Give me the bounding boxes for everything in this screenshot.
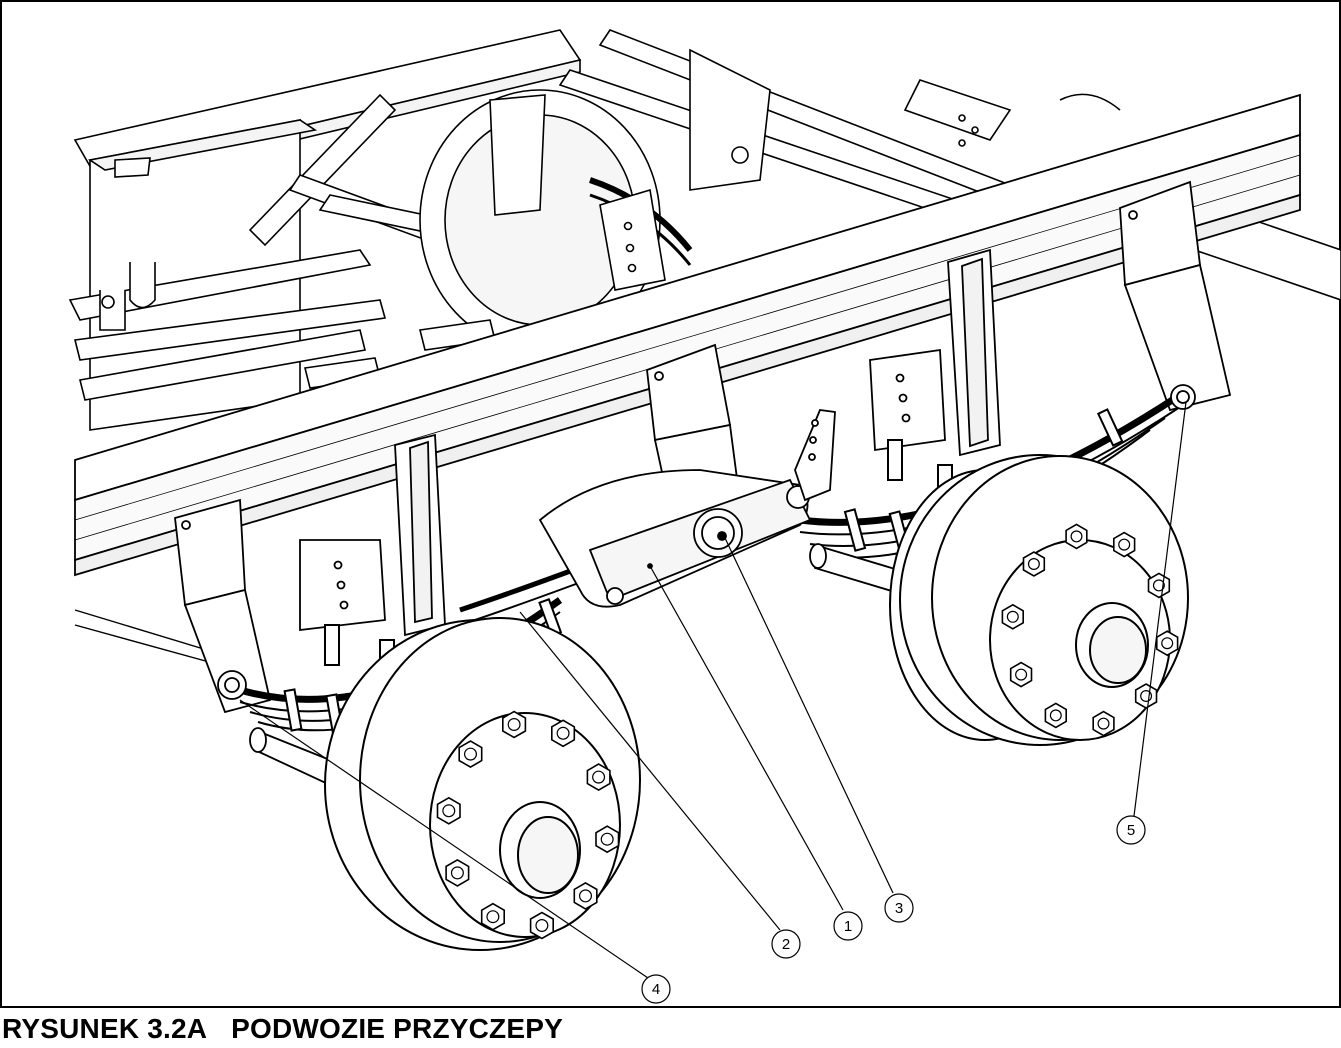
lug-nut-center	[1070, 530, 1083, 543]
lug-nut-center	[535, 918, 549, 932]
callout-3: 3	[884, 893, 914, 923]
lug-nut-center	[442, 804, 456, 818]
callout-5-label: 5	[1127, 822, 1135, 839]
rear-frame-structure	[68, 29, 1341, 431]
callout-1-label: 1	[844, 918, 852, 935]
lug-nut-center	[464, 747, 478, 761]
leader-3	[724, 537, 894, 894]
callout-4: 4	[641, 974, 671, 1004]
leader-5	[1133, 401, 1187, 817]
lug-nut-center	[1015, 668, 1028, 681]
lug-nut-center	[1006, 610, 1019, 623]
callouts: 1 2 3 4 5	[641, 815, 1146, 1004]
spring-eye-bolts	[217, 384, 1196, 700]
lug-nut-center	[1118, 538, 1131, 551]
figure-border	[0, 0, 1341, 1008]
lug-nut-center	[1152, 579, 1165, 592]
equalizer-rocker	[538, 409, 836, 608]
leader-4	[239, 699, 649, 979]
callout-1: 1	[833, 911, 863, 941]
lug-nut-center	[1049, 709, 1062, 722]
lug-nut-center	[450, 866, 464, 880]
callout-4-label: 4	[652, 981, 660, 998]
lug-nut-center	[1027, 557, 1040, 570]
lug-nut-center	[578, 889, 592, 903]
lug-nut-center	[486, 910, 500, 924]
figure-caption: RYSUNEK 3.2A PODWOZIE PRZYCZEPY	[2, 1013, 563, 1044]
lug-nut-center	[600, 832, 614, 846]
lug-nuts-front	[436, 710, 620, 940]
lug-nuts-rear	[1001, 523, 1179, 737]
leader-2	[519, 611, 781, 931]
callout-5: 5	[1116, 815, 1146, 845]
lug-nut-center	[556, 726, 570, 740]
callout-leaders	[239, 401, 1187, 979]
lug-nut-center	[1097, 717, 1110, 730]
axle-tubes	[249, 543, 906, 787]
lug-nut-center	[1161, 637, 1174, 650]
wheel-hub-front	[324, 617, 641, 951]
wheel-hub-rear	[889, 454, 1189, 746]
callout-2-label: 2	[782, 936, 790, 953]
callout-2: 2	[771, 929, 801, 959]
leader-1	[649, 565, 844, 911]
lug-nut-center	[592, 770, 606, 784]
lug-nut-center	[507, 717, 521, 731]
hanger-bracket-front	[174, 498, 246, 607]
hanger-brackets	[174, 180, 1232, 714]
callout-3-label: 3	[895, 900, 903, 917]
